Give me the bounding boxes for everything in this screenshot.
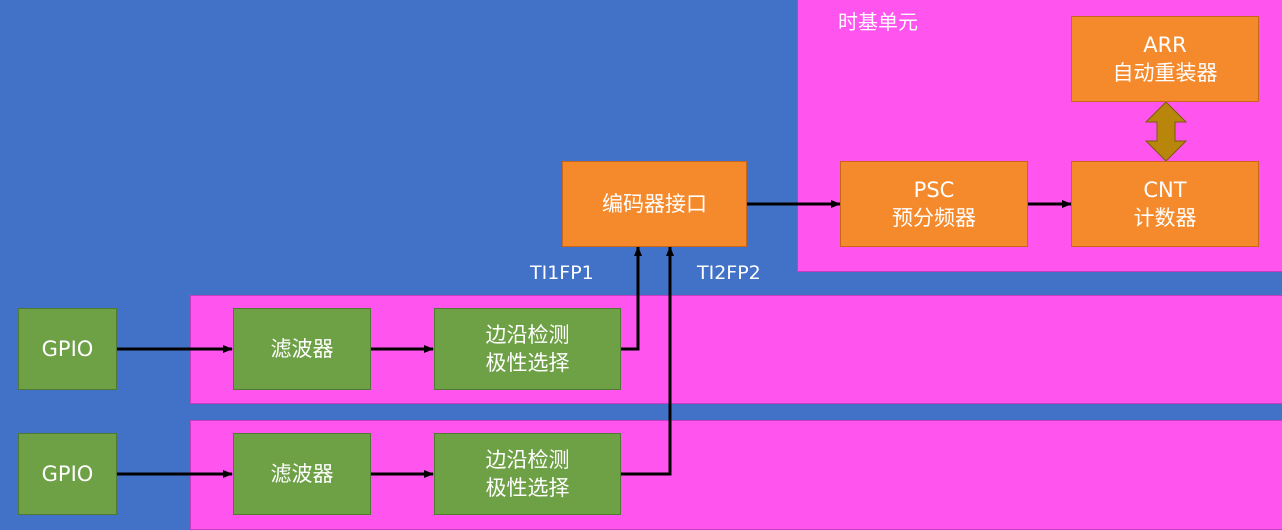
- edge-detect-block-1: 边沿检测 极性选择: [434, 308, 621, 390]
- gpio-block-1: GPIO: [18, 308, 117, 390]
- filter-label-2: 滤波器: [270, 461, 334, 486]
- edge-detect-label-1: 边沿检测: [485, 322, 570, 347]
- arrow-arr-cnt-double: [1144, 101, 1188, 162]
- arrow-ti1fp1-to-encoder: [621, 246, 642, 351]
- edge-detect-block-2: 边沿检测 极性选择: [434, 433, 621, 515]
- filter-block-2: 滤波器: [233, 433, 371, 515]
- encoder-interface-block: 编码器接口: [562, 161, 747, 247]
- filter-label-1: 滤波器: [270, 336, 334, 361]
- arr-label: 自动重装器: [1112, 61, 1218, 85]
- polarity-select-label-2: 极性选择: [485, 476, 570, 500]
- cnt-label: 计数器: [1133, 206, 1197, 230]
- gpio-label-2: GPIO: [41, 461, 94, 486]
- psc-label: 预分频器: [892, 206, 976, 230]
- signal-ti1fp1: TI1FP1: [530, 262, 594, 284]
- filter-block-1: 滤波器: [233, 308, 371, 390]
- polarity-select-label-1: 极性选择: [485, 351, 570, 375]
- arr-name: ARR: [1143, 32, 1187, 57]
- time-base-unit-title: 时基单元: [838, 10, 918, 34]
- signal-ti2fp2: TI2FP2: [697, 262, 761, 284]
- psc-name: PSC: [913, 177, 955, 202]
- encoder-interface-label: 编码器接口: [602, 191, 707, 216]
- gpio-block-2: GPIO: [18, 433, 117, 515]
- cnt-name: CNT: [1143, 177, 1187, 202]
- arr-block: ARR 自动重装器: [1071, 16, 1259, 102]
- psc-block: PSC 预分频器: [840, 161, 1028, 247]
- gpio-label-1: GPIO: [41, 336, 94, 361]
- edge-detect-label-2: 边沿检测: [485, 447, 570, 472]
- arrow-ti2fp2-to-encoder: [621, 246, 674, 476]
- cnt-block: CNT 计数器: [1071, 161, 1259, 247]
